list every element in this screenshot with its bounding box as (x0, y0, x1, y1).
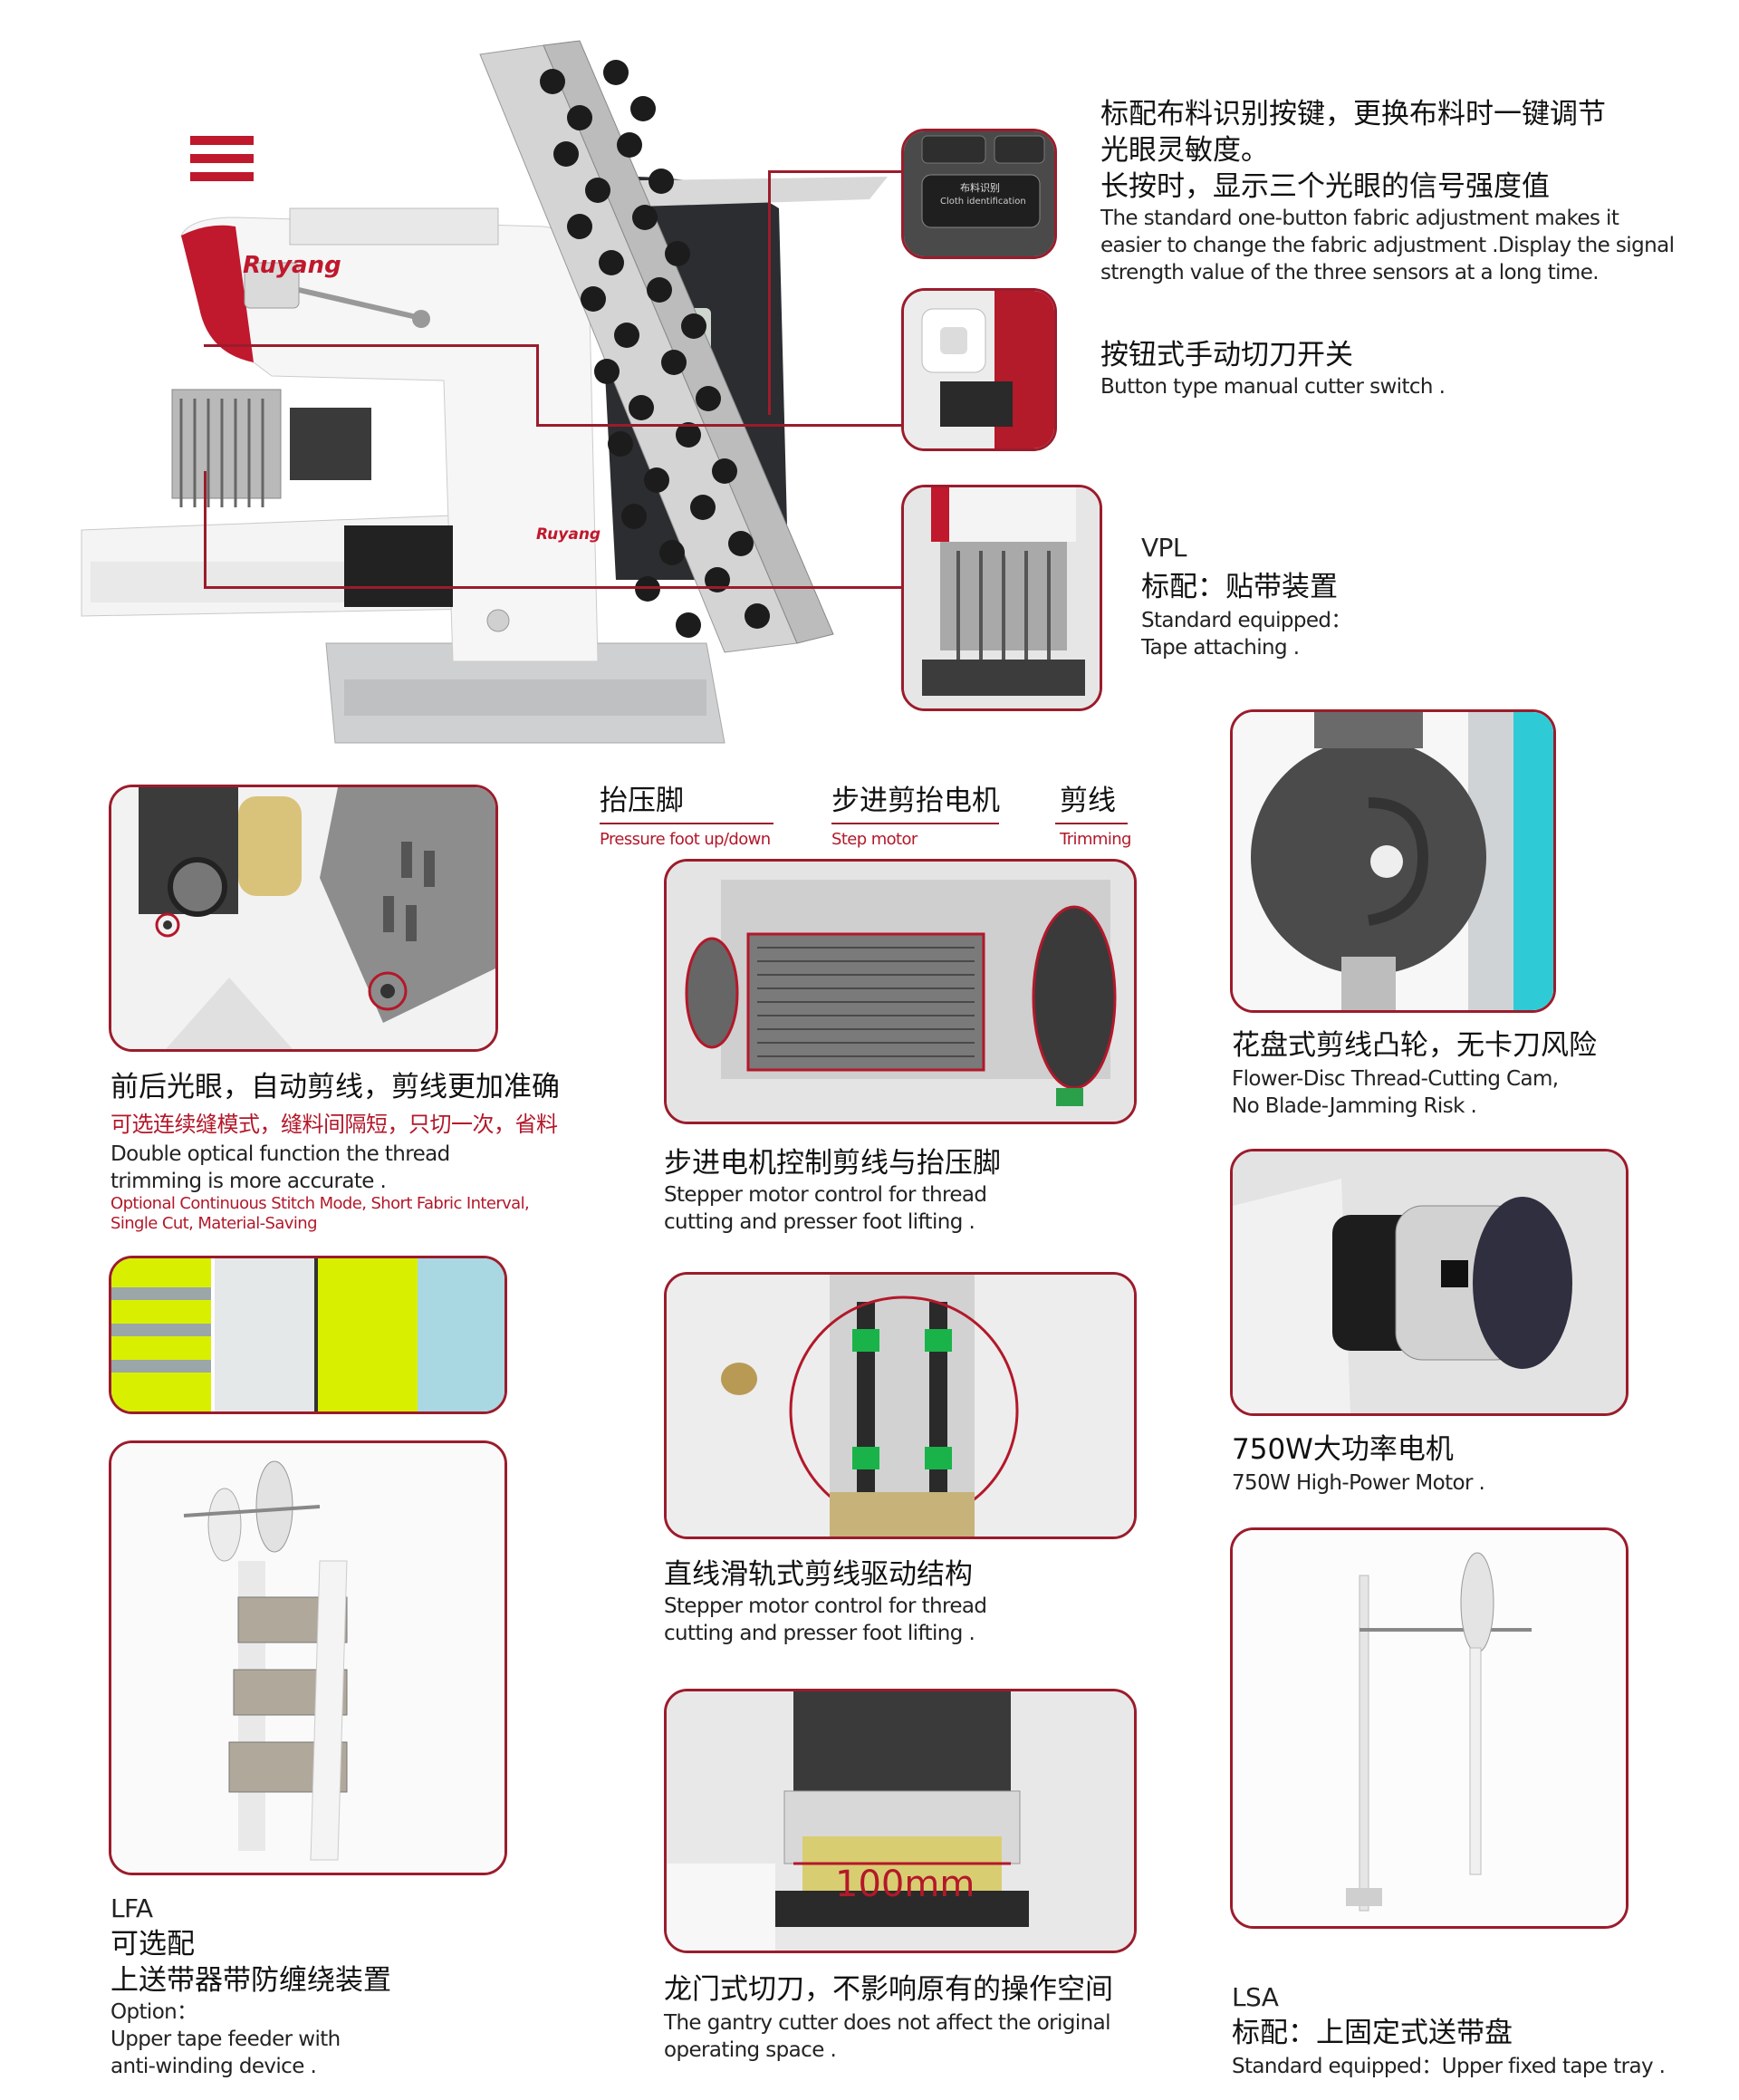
step-label-en: Step motor (831, 830, 918, 849)
cloth-button-cn-3: 长按时，显示三个光眼的信号强度值 (1100, 170, 1550, 203)
lsa-en: Standard equipped：Upper fixed tape tray … (1232, 2055, 1666, 2078)
trim-label-en: Trimming (1060, 830, 1131, 849)
tape-sample-photo (109, 1256, 507, 1414)
trim-underline (1055, 823, 1128, 824)
vpl-code: VPL (1141, 533, 1187, 563)
linear-rail-en-2: cutting and presser foot lifting . (664, 1622, 975, 1645)
presser-label-cn: 抬压脚 (600, 785, 684, 817)
flower-cam-cn: 花盘式剪线凸轮，无卡刀风险 (1232, 1029, 1597, 1062)
machine-illustration (72, 18, 978, 761)
linear-rail-photo (664, 1272, 1137, 1539)
optical-eye-en-2: trimming is more accurate . (110, 1170, 387, 1193)
cloth-button-en-1: The standard one-button fabric adjustmen… (1100, 207, 1619, 230)
brand-logo-small: Ruyang (536, 525, 601, 544)
stepper-control-en-1: Stepper motor control for thread (664, 1183, 987, 1207)
presser-underline (600, 823, 773, 824)
gantry-en-2: operating space . (664, 2038, 837, 2062)
cloth-button-cn-1: 标配布料识别按键，更换布料时一键调节 (1100, 98, 1606, 130)
callout-line-vpl-h (204, 586, 903, 589)
optical-eye-en-red-2: Single Cut, Material-Saving (110, 1214, 318, 1233)
motor-photo (1230, 1149, 1629, 1416)
vpl-photo (901, 485, 1102, 711)
optical-eye-photo (109, 785, 498, 1052)
callout-line-cutter-h2 (536, 424, 903, 427)
cloth-button-en-2: easier to change the fabric adjustment .… (1100, 234, 1675, 257)
callout-line-cloth-h (768, 170, 904, 173)
vpl-en-1: Standard equipped： (1141, 609, 1351, 632)
optical-eye-cn: 前后光眼，自动剪线，剪线更加准确 (110, 1071, 560, 1103)
panel-label-cn: 布料识别 (960, 182, 1000, 194)
flower-cam-photo (1230, 709, 1556, 1013)
stepper-control-cn: 步进电机控制剪线与抬压脚 (664, 1147, 1001, 1180)
callout-line-cutter-v (536, 344, 539, 426)
lfa-code: LFA (110, 1893, 153, 1923)
optical-eye-en-1: Double optical function the thread (110, 1142, 450, 1166)
lfa-cn-1: 可选配 (110, 1928, 195, 1960)
callout-line-cutter-h1 (204, 344, 539, 347)
gantry-cutter-photo: 100mm (664, 1689, 1137, 1953)
vpl-cn: 标配：贴带装置 (1141, 571, 1338, 603)
lfa-photo (109, 1440, 507, 1875)
stepper-motor-photo (664, 859, 1137, 1124)
step-underline (831, 823, 999, 824)
lsa-code: LSA (1232, 1982, 1279, 2012)
linear-rail-en-1: Stepper motor control for thread (664, 1594, 987, 1618)
cloth-button-en-3: strength value of the three sensors at a… (1100, 261, 1600, 284)
stepper-control-en-2: cutting and presser foot lifting . (664, 1210, 975, 1234)
cutter-switch-en: Button type manual cutter switch . (1100, 375, 1446, 399)
callout-line-vpl-v (204, 471, 207, 589)
linear-rail-cn: 直线滑轨式剪线驱动结构 (664, 1558, 973, 1591)
lfa-en-1: Option： (110, 2000, 197, 2024)
motor-cn: 750W大功率电机 (1232, 1433, 1454, 1466)
motor-en: 750W High-Power Motor . (1232, 1471, 1485, 1495)
cloth-id-button-photo: 布料识别 Cloth identification (901, 129, 1057, 259)
optical-eye-en-red-1: Optional Continuous Stitch Mode, Short F… (110, 1194, 530, 1213)
flower-cam-en-1: Flower-Disc Thread-Cutting Cam, (1232, 1067, 1559, 1091)
step-label-cn: 步进剪抬电机 (831, 785, 1000, 817)
flower-cam-en-2: No Blade-Jamming Risk . (1232, 1094, 1477, 1118)
lfa-en-2: Upper tape feeder with (110, 2028, 341, 2051)
gantry-cn: 龙门式切刀，不影响原有的操作空间 (664, 1973, 1113, 2006)
gantry-en-1: The gantry cutter does not affect the or… (664, 2011, 1110, 2035)
cutter-switch-cn: 按钮式手动切刀开关 (1100, 339, 1353, 371)
presser-label-en: Pressure foot up/down (600, 830, 771, 849)
trim-label-cn: 剪线 (1060, 785, 1116, 817)
lfa-cn-2: 上送带器带防缠绕装置 (110, 1964, 391, 1997)
vpl-en-2: Tape attaching . (1141, 636, 1300, 660)
gantry-measure: 100mm (835, 1864, 975, 1905)
lfa-en-3: anti-winding device . (110, 2055, 317, 2078)
lsa-photo (1230, 1527, 1629, 1929)
optical-eye-cn-red: 可选连续缝模式，缝料间隔短，只切一次，省料 (110, 1112, 558, 1137)
cloth-button-cn-2: 光眼灵敏度。 (1100, 134, 1269, 167)
lsa-cn: 标配：上固定式送带盘 (1232, 2017, 1513, 2049)
callout-line-cloth-v (768, 170, 771, 415)
cutter-switch-photo (901, 288, 1057, 451)
brand-logo: Ruyang (243, 252, 341, 279)
panel-label-en: Cloth identification (940, 197, 1026, 207)
